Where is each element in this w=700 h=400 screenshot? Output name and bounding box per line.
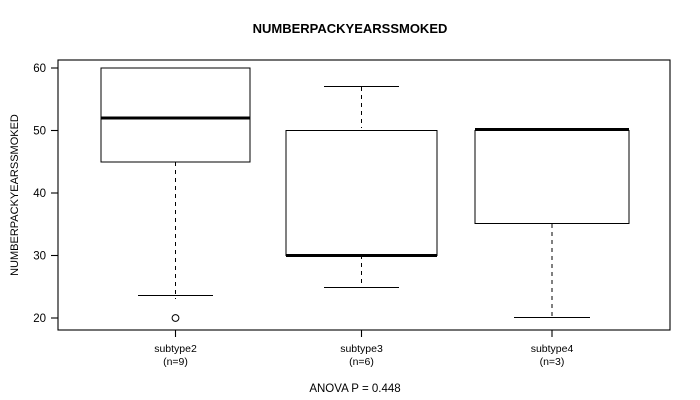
- x-label-count-subtype3: (n=6): [349, 356, 374, 368]
- x-label-subtype3: subtype3: [340, 343, 383, 355]
- box-group-subtype2: [100, 67, 251, 322]
- y-tick-label-50: 50: [33, 126, 46, 138]
- x-label-subtype4: subtype4: [531, 343, 574, 355]
- y-tick-label-20: 20: [33, 313, 46, 325]
- x-axis-ticks: [174, 330, 553, 337]
- plot-frame: [57, 59, 671, 331]
- box-subtype3: [285, 130, 438, 256]
- y-tick-label-60: 60: [33, 63, 46, 75]
- x-axis-labels: subtype2 (n=9) subtype3 (n=6) subtype4 (…: [154, 343, 573, 368]
- box-group-subtype3: [285, 86, 438, 288]
- x-label-subtype2: subtype2: [154, 343, 197, 355]
- outlier-point-subtype2: [171, 314, 180, 322]
- x-label-count-subtype4: (n=3): [540, 356, 565, 368]
- y-tick-label-30: 30: [33, 251, 46, 263]
- anova-annotation: ANOVA P = 0.448: [309, 383, 400, 395]
- box-group-subtype4: [474, 128, 630, 318]
- y-axis-ticks: 60 50 40 30 20: [33, 63, 58, 325]
- x-label-count-subtype2: (n=9): [163, 356, 188, 368]
- box-subtype2: [100, 67, 251, 163]
- chart-title: NUMBERPACKYEARSSMOKED: [253, 21, 448, 36]
- box-subtype4: [474, 130, 630, 224]
- y-tick-label-40: 40: [33, 188, 46, 200]
- y-axis-title: NUMBERPACKYEARSSMOKED: [9, 114, 21, 276]
